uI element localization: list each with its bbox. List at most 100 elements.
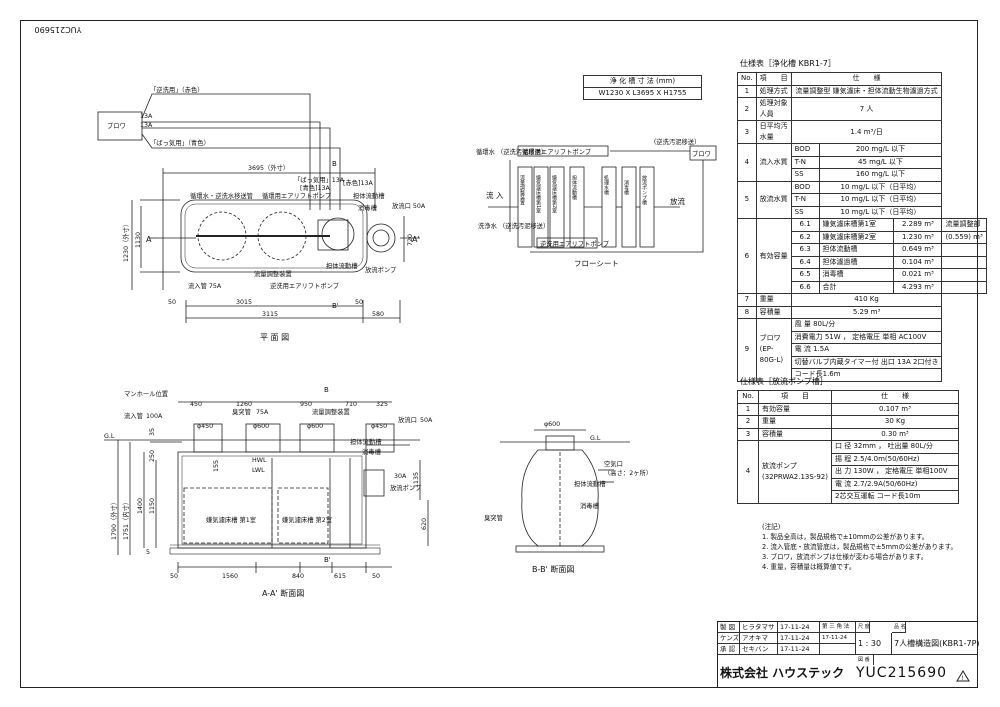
plan-section-a2: A' [412, 235, 420, 244]
plan-aeration-air: 「ばっ気用」（青色） [150, 138, 210, 147]
plan-section-b: B [332, 160, 337, 168]
flow-inflow: 流 入 [486, 190, 504, 200]
spec-cell-no: 8 [737, 305, 757, 319]
aa-anaerobic2: 嫌気濾床槽 第2室 [282, 515, 332, 524]
note-2: 2. 流入管底・放流管底は，製品規格で±5mmの公差があります。 [762, 543, 958, 551]
spec-cell-sub: 45 mg/L 以下 [818, 155, 943, 169]
aa-section-b2: B' [324, 556, 331, 564]
spec-cell-no: 9 [737, 318, 757, 382]
spec-cell-sub [941, 268, 987, 282]
spec-cell-sub: 流量調整部 [941, 218, 987, 232]
spec-cell-sub: 10 mg/L 以下（日平均） [818, 193, 943, 207]
pump-cell-sub: 電 流 2.7/2.9A(50/60Hz) [831, 477, 959, 491]
aa-lwl: LWL [252, 467, 265, 474]
plan-dim-1230: 1230（外寸） [121, 221, 130, 262]
aa-d1751: 1751（内寸） [121, 499, 130, 540]
pump-cell-sub: 口 径 32mm ， 吐出量 80L/分 [831, 440, 959, 454]
spec-cell-sub: 嫌気濾床槽第1室 [818, 218, 895, 232]
spec-cell-spec: 1.4 m³/日 [790, 120, 943, 144]
aa-manhole: マンホール位置 [124, 389, 168, 398]
spec-cell-sub: T-N [790, 193, 820, 207]
flow-anaerobic1: 嫌気濾床槽第1室 [535, 174, 541, 213]
spec-cell-no: 3 [737, 120, 757, 144]
flow-return-sludge: （逆洗汚泥移送） [650, 137, 700, 146]
tb-scale-label: 尺 度 [856, 622, 870, 633]
aa-d710: 710 [345, 401, 357, 408]
aa-d250: 250 [149, 450, 156, 462]
warning-icon: ! [956, 670, 970, 682]
pump-cell-item: 放流ポンプ (32PRWA2.13S-92) [758, 440, 832, 504]
spec-cell-sub: 6.1 [790, 218, 820, 232]
plan-blower-label: ブロワ [107, 121, 126, 130]
bb-carrier: 担体流動槽 [574, 479, 606, 488]
spec-cell-sub: 6.5 [790, 268, 820, 282]
spec-row: コード長1.6m [738, 368, 987, 382]
spec-cell-sub [941, 280, 987, 294]
tb-r1-name: ヒラタマサ [740, 622, 778, 633]
plan-flow-adjust: 流量調整装置 [254, 269, 292, 278]
aa-outlet50: 50A [420, 417, 433, 424]
spec-cell-sub: 6.4 [790, 255, 820, 269]
drawing-sheet [20, 20, 978, 688]
flow-anaerobic2: 嫌気濾床槽第2室 [551, 174, 557, 213]
spec-cell-sub: 2.289 m³ [893, 218, 943, 232]
spec-cell-item: 処理対象人員 [755, 97, 792, 121]
spec-cell-no: 2 [737, 97, 757, 121]
plan-dim-3015: 3015 [236, 299, 252, 306]
bb-disinfect: 消毒槽 [580, 501, 600, 510]
aa-d50b: 50 [372, 573, 380, 580]
spec-cell-sub: 嫌気濾床槽第2室 [818, 230, 895, 244]
plan-carrier-tank: 担体流動槽 [326, 261, 358, 270]
pump-cell-spec: 0.30 m³ [831, 427, 959, 441]
spec-cell-spec: 410 Kg [790, 293, 943, 307]
tb-r1-date: 17-11-24 [778, 622, 820, 633]
spec-cell-sub: (0.559) m³ [941, 230, 987, 244]
plan-section-a: A [146, 235, 152, 244]
pump-cell-spec: 0.107 m³ [831, 402, 959, 416]
plan-caption: 平 面 図 [260, 333, 289, 342]
flow-circ-airlift: 循環用エアリフトポンプ [522, 147, 592, 156]
spec-cell-sub: 6.6 [790, 280, 820, 294]
spec-cell-no: 5 [737, 180, 757, 219]
pump-header-row: No.項 目仕 様 [737, 390, 959, 404]
pump-cell-item: 有効容量 [758, 402, 832, 416]
plan-outlet: 放流口 50A [392, 201, 426, 210]
pump-cell-sub: 出 力 130W ， 定格電圧 単相100V [831, 465, 959, 479]
spec-cell-sub: T-N [790, 155, 820, 169]
spec-cell-no: 7 [737, 293, 757, 307]
flow-caption: フローシート [574, 259, 619, 268]
tb-title: 7人槽構造図(KBR1-7P) [892, 633, 980, 655]
spec-cell-sub: 0.021 m³ [893, 268, 943, 282]
spec-cell-sub: 200 mg/L 以下 [818, 143, 943, 157]
spec-cell-item: 容積量 [755, 305, 792, 319]
pump-cell-no: 1 [737, 402, 759, 416]
flow-disinfect: 消毒槽 [623, 179, 629, 196]
spec-cell-no: 6 [737, 218, 757, 294]
tb-company: 株式会社 ハウステック [720, 666, 845, 680]
dimension-box: 浄 化 槽 寸 法 (mm) W1230 X L3695 X H1755 [583, 75, 702, 100]
aa-d5: 5 [146, 549, 150, 556]
tb-r3-role: 承 認 [718, 644, 740, 655]
plan-inlet-pipe: 流入管 75A [188, 281, 222, 290]
plan-total-length: 3695（外寸） [248, 163, 289, 172]
plan-return-air: 「逆洗用」（赤色） [150, 85, 204, 94]
spec-cell-item: 有効容量 [755, 218, 792, 294]
pump-cell-sub: 2芯交互運転 コード長10m [831, 490, 959, 504]
tb-r2-date: 17-11-24 [778, 633, 820, 644]
aa-d620: 620 [421, 518, 428, 530]
flow-flow-adj: 流量調整装置 [519, 174, 525, 206]
pump-cell-no: 4 [737, 440, 759, 504]
plan-air-13a-1: 13A [140, 113, 153, 120]
plan-dim-1130: 1130 [135, 232, 142, 248]
tb-projection: 第 三 角 法 [820, 622, 856, 633]
pump-header-item: 項 目 [758, 390, 832, 404]
spec-cell-sub: 10 mg/L 以下（日平均） [818, 205, 943, 219]
aa-d450a: 450 [190, 401, 202, 408]
notes: (注記) 1. 製品全高は，製品規格で±10mmの公差があります。 2. 流入管… [762, 522, 957, 572]
